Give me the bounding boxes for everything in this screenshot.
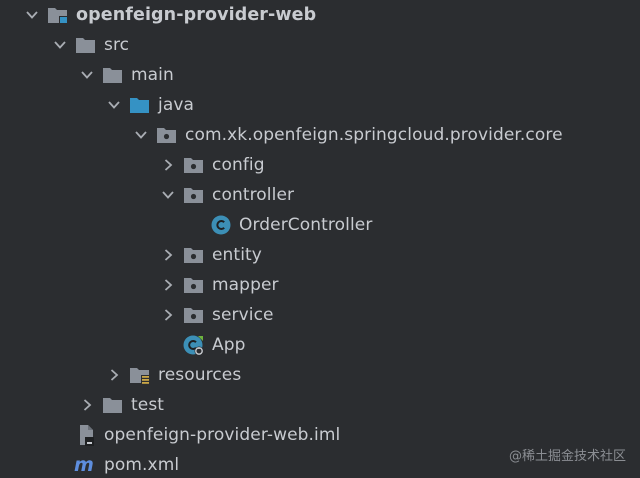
- chevron-down-icon[interactable]: [50, 30, 70, 60]
- chevron-down-icon[interactable]: [104, 90, 124, 120]
- package-icon: [182, 270, 206, 300]
- svg-text:m: m: [74, 455, 94, 475]
- tree-label-controller: controller: [212, 185, 295, 205]
- tree-label-package: com.xk.openfeign.springcloud.provider.co…: [185, 125, 563, 145]
- tree-label-config: config: [212, 155, 265, 175]
- tree-label-test: test: [131, 395, 165, 415]
- package-icon: [182, 240, 206, 270]
- java-class-icon: [209, 210, 233, 240]
- iml-file-icon: [74, 420, 98, 450]
- chevron-right-icon[interactable]: [158, 240, 178, 270]
- source-root-folder-icon: [128, 90, 152, 120]
- tree-label-resources: resources: [158, 365, 242, 385]
- chevron-down-icon[interactable]: [131, 120, 151, 150]
- tree-row-controller[interactable]: controller: [0, 180, 640, 210]
- tree-label-iml: openfeign-provider-web.iml: [104, 425, 341, 445]
- package-icon: [155, 120, 179, 150]
- chevron-spacer: [50, 450, 70, 478]
- maven-icon: m: [74, 450, 98, 478]
- chevron-spacer: [50, 420, 70, 450]
- tree-label-main: main: [131, 65, 174, 85]
- folder-icon: [101, 60, 125, 90]
- tree-row-src[interactable]: src: [0, 30, 640, 60]
- watermark: @稀土掘金技术社区: [508, 449, 626, 464]
- chevron-right-icon[interactable]: [158, 300, 178, 330]
- tree-row-resources[interactable]: resources: [0, 360, 640, 390]
- tree-label-service: service: [212, 305, 274, 325]
- folder-icon: [74, 30, 98, 60]
- tree-row-entity[interactable]: entity: [0, 240, 640, 270]
- tree-row-root[interactable]: openfeign-provider-web: [0, 0, 640, 30]
- tree-row-java[interactable]: java: [0, 90, 640, 120]
- tree-row-config[interactable]: config: [0, 150, 640, 180]
- module-folder-icon: [46, 0, 70, 30]
- chevron-spacer: [158, 330, 178, 360]
- tree-label-java: java: [158, 95, 195, 115]
- resources-folder-icon: [128, 360, 152, 390]
- chevron-down-icon[interactable]: [158, 180, 178, 210]
- package-icon: [182, 150, 206, 180]
- tree-row-test[interactable]: test: [0, 390, 640, 420]
- spring-boot-class-icon: [182, 330, 206, 360]
- tree-row-package[interactable]: com.xk.openfeign.springcloud.provider.co…: [0, 120, 640, 150]
- chevron-down-icon[interactable]: [77, 60, 97, 90]
- package-icon: [182, 300, 206, 330]
- tree-label-mapper: mapper: [212, 275, 279, 295]
- tree-label-pom: pom.xml: [104, 455, 180, 475]
- chevron-right-icon[interactable]: [104, 360, 124, 390]
- tree-row-pom[interactable]: m pom.xml: [0, 450, 640, 478]
- folder-icon: [101, 390, 125, 420]
- tree-row-iml[interactable]: openfeign-provider-web.iml: [0, 420, 640, 450]
- chevron-right-icon[interactable]: [77, 390, 97, 420]
- tree-row-mapper[interactable]: mapper: [0, 270, 640, 300]
- tree-label-root: openfeign-provider-web: [76, 5, 317, 25]
- tree-row-service[interactable]: service: [0, 300, 640, 330]
- chevron-right-icon[interactable]: [158, 270, 178, 300]
- tree-label-app: App: [212, 335, 246, 355]
- tree-row-order-controller[interactable]: OrderController: [0, 210, 640, 240]
- package-icon: [182, 180, 206, 210]
- chevron-right-icon[interactable]: [158, 150, 178, 180]
- chevron-down-icon[interactable]: [22, 0, 42, 30]
- tree-label-order-controller: OrderController: [239, 215, 373, 235]
- chevron-spacer: [185, 210, 205, 240]
- tree-row-main[interactable]: main: [0, 60, 640, 90]
- tree-row-app[interactable]: App: [0, 330, 640, 360]
- tree-label-entity: entity: [212, 245, 262, 265]
- tree-label-src: src: [104, 35, 130, 55]
